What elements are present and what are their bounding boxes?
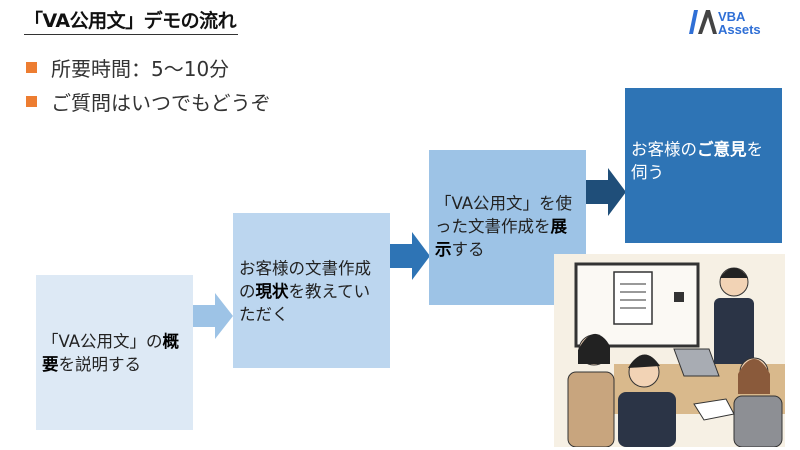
step-4-box: お客様のご意見を伺う [625, 88, 782, 243]
bullet-square-icon [26, 95, 37, 107]
bullet-square-icon [26, 61, 37, 73]
step-text: を説明する [58, 354, 142, 374]
logo-mark-icon [689, 10, 717, 34]
bullet-item: 所要時間：5～10分 [26, 50, 271, 84]
arrow-right-icon [193, 293, 233, 339]
step-text: を伺う [631, 140, 763, 182]
step-text: お客様の [631, 140, 697, 159]
vba-assets-logo: VBA Assets [688, 8, 788, 40]
logo-line1: VBA [718, 9, 746, 24]
presentation-meeting-illustration [554, 254, 785, 447]
step-text: 「VA公用文」を使った文書作成を [435, 194, 573, 236]
step-bold-text: 概要 [42, 331, 180, 374]
step-bold-text: 展示 [435, 217, 567, 259]
step-text: お客様の文書作成の [239, 259, 371, 301]
logo-line2: Assets [718, 22, 761, 37]
bullet-text: ご質問はいつでもどうぞ [51, 90, 271, 115]
arrow-right-icon [390, 232, 430, 280]
step-text: を教えていただく [239, 282, 371, 324]
step-text: 「VA公用文」の [42, 331, 163, 351]
step-bold-text: ご意見 [697, 140, 747, 159]
page-title: 「VA公用文」デモの流れ [24, 6, 239, 35]
arrow-right-icon [586, 168, 626, 216]
bullet-text: 所要時間：5～10分 [51, 56, 230, 81]
step-3-box: 「VA公用文」を使った文書作成を展示する [429, 150, 586, 305]
step-2-box: お客様の文書作成の現状を教えていただく [233, 213, 390, 368]
step-1-box: 「VA公用文」の概要を説明する [36, 275, 193, 430]
bullet-item: ご質問はいつでもどうぞ [26, 84, 271, 118]
step-bold-text: 現状 [255, 282, 289, 301]
bullet-list: 所要時間：5～10分 ご質問はいつでもどうぞ [26, 50, 271, 118]
step-text: する [451, 240, 485, 259]
